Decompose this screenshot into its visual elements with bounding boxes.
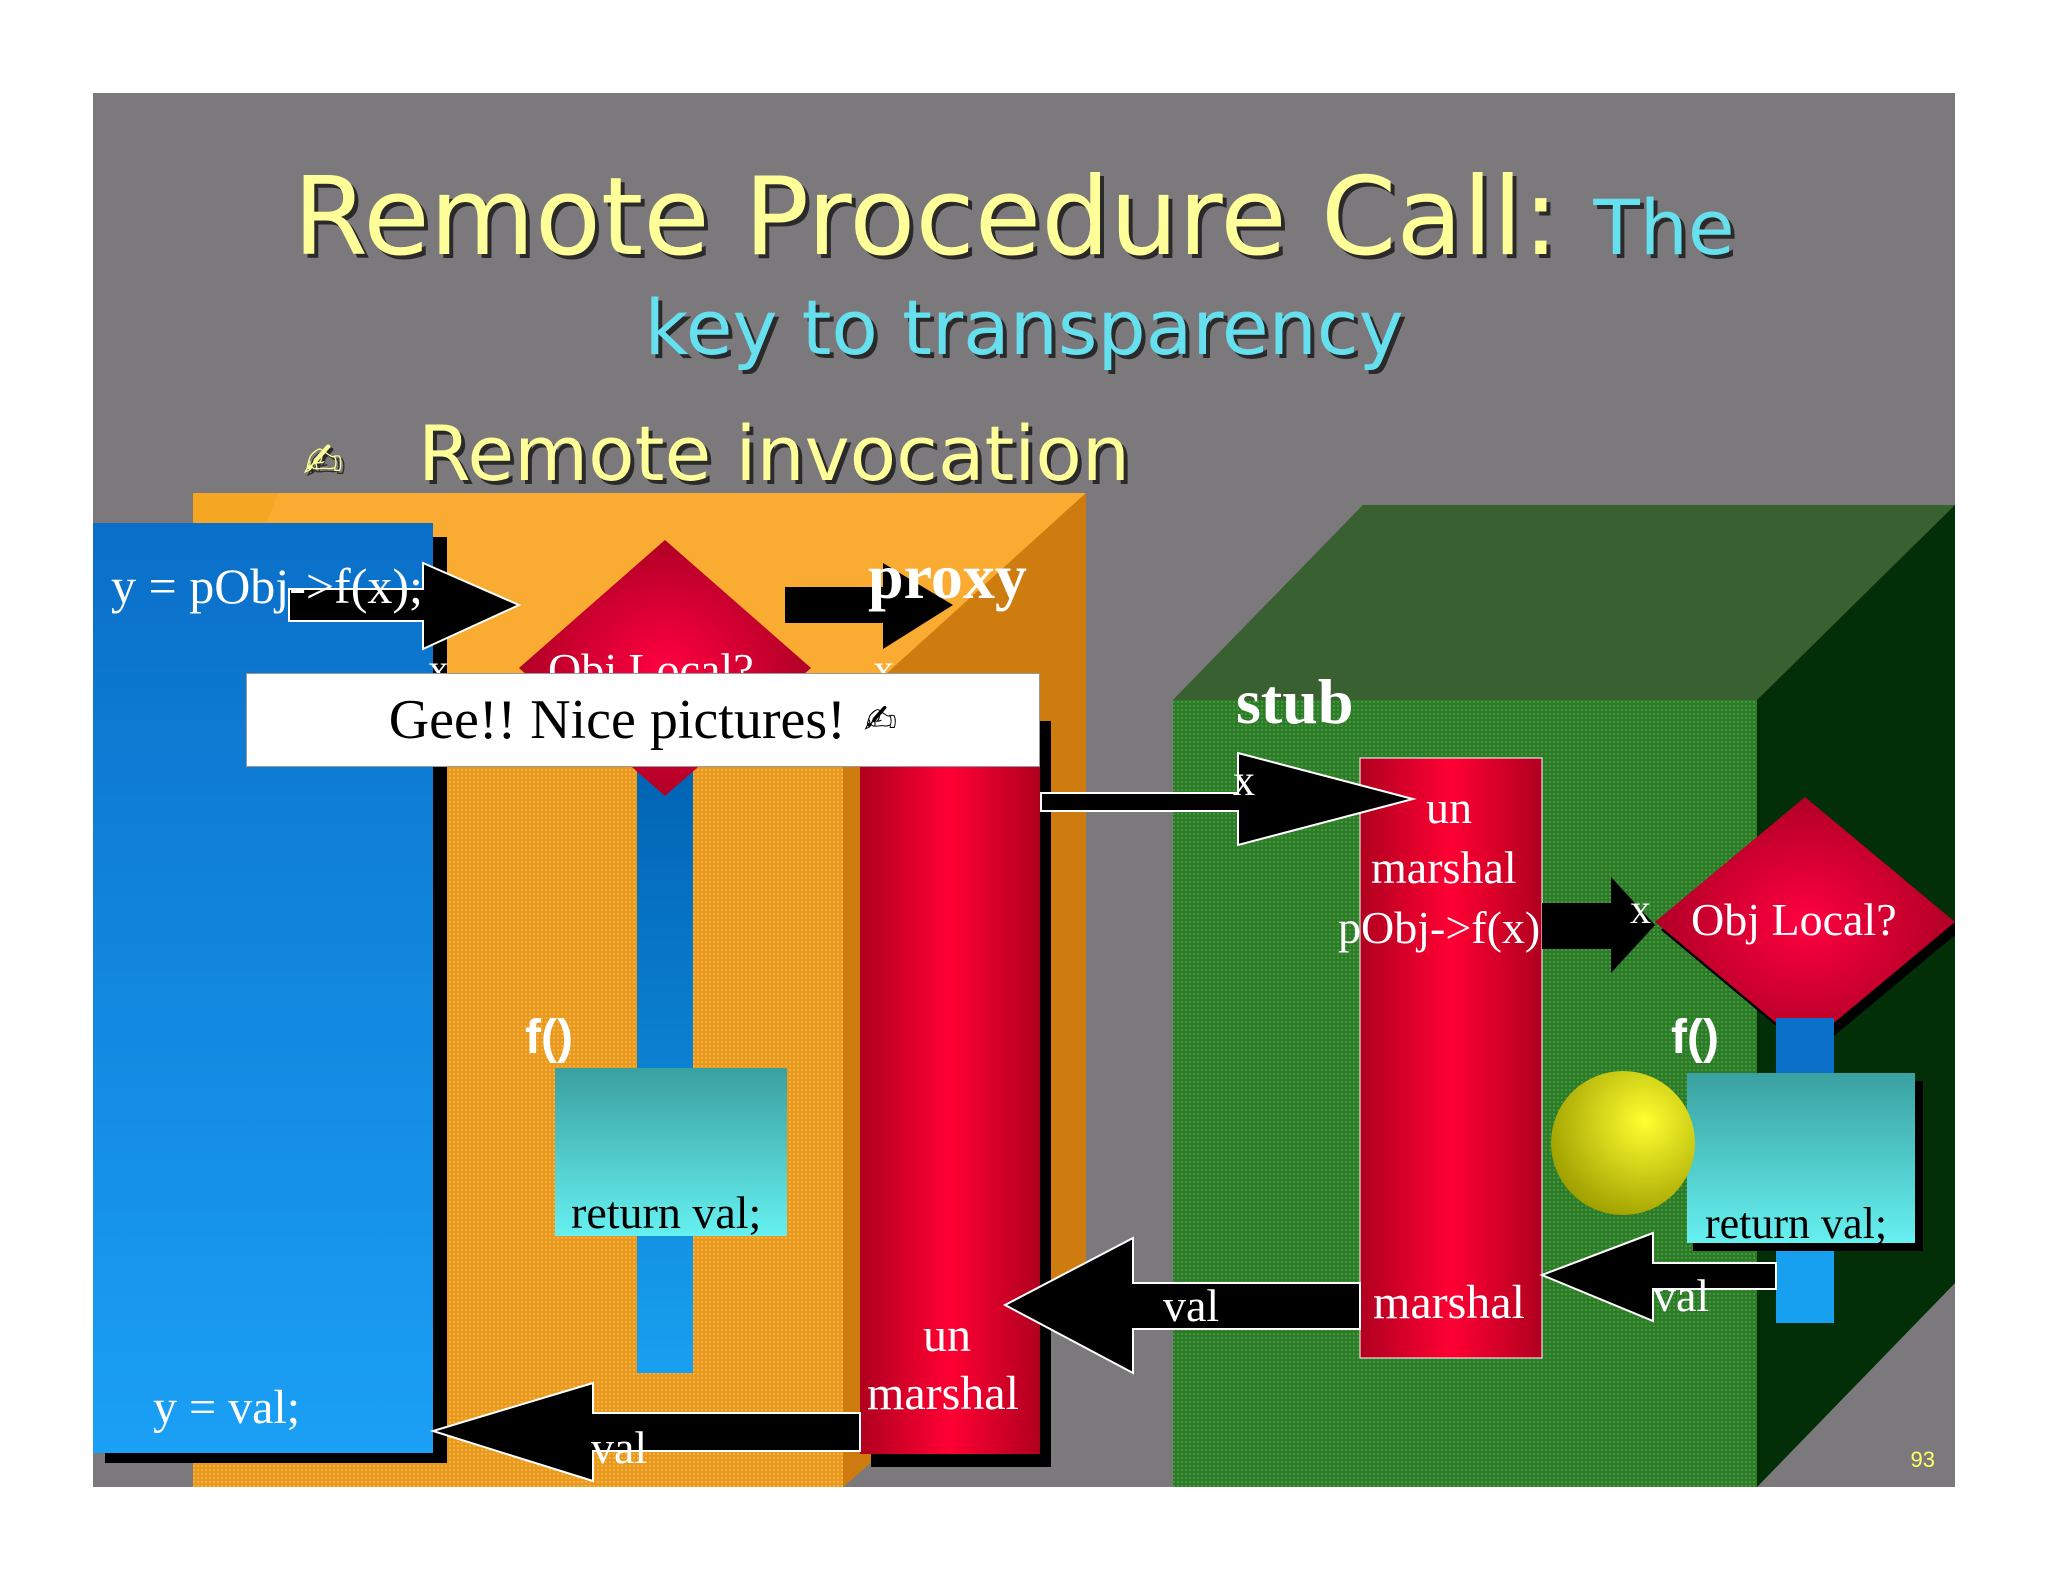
proxy-blue-bar <box>637 733 693 1373</box>
stub-decision-label: Obj Local? <box>1691 894 1897 945</box>
stub-blue-bar-bottom <box>1776 1243 1834 1323</box>
writing-hand-icon: ✍ <box>303 433 344 489</box>
bullet-text: Remote invocation <box>418 409 1131 498</box>
proxy-unmarshal-2: marshal <box>867 1367 1019 1420</box>
stub-unmarshal-2: marshal <box>1371 842 1517 893</box>
arrow-request-network <box>1040 751 1417 847</box>
title-main-text: Remote Procedure Call: <box>293 155 1559 280</box>
stub-call-code: pObj->f(x) <box>1338 902 1540 953</box>
proxy-function-box <box>555 1068 787 1236</box>
title-sub-text-1: The <box>1593 183 1735 272</box>
arrow-proxy-to-marshal <box>785 563 953 649</box>
stub-function-label: f() <box>1671 1011 1719 1064</box>
stub-return-code: return val; <box>1705 1199 1887 1248</box>
arrow-return-to-client <box>429 1381 861 1483</box>
page-number: 93 <box>1910 1447 1935 1472</box>
stub-marshal-bar <box>1359 757 1543 1359</box>
slide-title: Remote Procedure Call: The <box>293 153 1793 283</box>
client-panel <box>93 523 447 1463</box>
stub-val-label: val <box>1653 1270 1709 1321</box>
callout-box: Gee!! Nice pictures! ✍ <box>246 673 1040 767</box>
arrow-stub-to-decision <box>1542 877 1655 973</box>
stub-function-box <box>1687 1073 1923 1251</box>
proxy-function-label: f() <box>525 1011 573 1064</box>
object-ball <box>1551 1071 1695 1215</box>
arrow-reply-network <box>1002 1236 1361 1375</box>
callout-text: Gee!! Nice pictures! <box>388 689 846 751</box>
network-request-label: x <box>1233 756 1255 805</box>
slide-subtitle: key to transparency <box>644 283 1404 372</box>
writing-hand-icon: ✍ <box>863 697 898 743</box>
stub-decision-diamond <box>1655 797 1955 1055</box>
network-reply-label: val <box>1163 1280 1219 1331</box>
stub-unmarshal-1: un <box>1426 782 1472 833</box>
rpc-diagram: y = pObj->f(x); y = val; proxy x Obj Loc… <box>93 493 1955 1487</box>
client-call-code: y = pObj->f(x); <box>111 558 423 614</box>
proxy-marshal-bar <box>860 708 1051 1467</box>
proxy-return-code: return val; <box>571 1187 761 1238</box>
client-result-code: y = val; <box>153 1381 300 1434</box>
stub-marshal-label: marshal <box>1373 1276 1525 1329</box>
slide: Remote Procedure Call: The key to transp… <box>93 93 1955 1487</box>
stub-arg-label: x <box>1630 887 1651 933</box>
proxy-unmarshal-1: un <box>923 1309 971 1362</box>
proxy-label: proxy <box>868 541 1027 612</box>
arrow-call-to-proxy <box>288 561 522 651</box>
arrow-reply-stub <box>1539 1231 1777 1323</box>
stub-blue-bar-top <box>1776 1018 1834 1078</box>
proxy-val-label: val <box>591 1422 647 1473</box>
stub-label: stub <box>1236 666 1353 737</box>
